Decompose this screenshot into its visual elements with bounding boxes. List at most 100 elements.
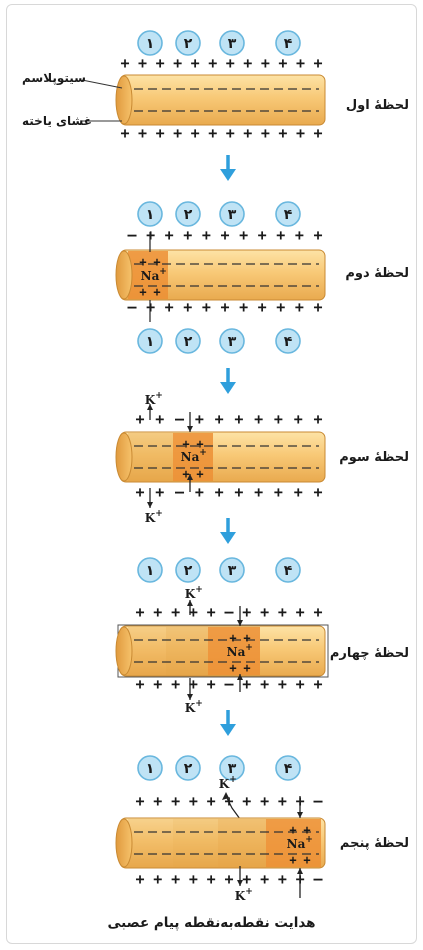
stage2-outer-bottom-sign: +	[313, 298, 322, 316]
stage1-outer-bottom-sign: +	[243, 124, 252, 142]
stage4-outer-top-sign: +	[135, 603, 144, 621]
stage3-na-influx-top-head	[187, 426, 193, 432]
stage1-outer-top-sign: +	[261, 54, 270, 72]
stage2-outer-top-sign: +	[220, 226, 229, 244]
stage2-outer-top-sign: +	[165, 226, 174, 244]
figure-caption: هدایت نقطه‌به‌نقطه پیام عصبی	[107, 915, 316, 931]
stage5-point-3-number: ۳	[228, 761, 237, 777]
stage5-point-1-number: ۱	[146, 761, 155, 777]
stage5-outer-top-sign: –	[313, 792, 323, 810]
stage3-inner-plus: +	[182, 467, 189, 481]
stage2-top-point-4-number: ۴	[284, 207, 293, 223]
stage1-outer-top-sign: +	[208, 54, 217, 72]
stage5-bottom-k-charge: +	[245, 887, 253, 897]
stage5-outer-top-sign: +	[224, 792, 233, 810]
stage3-top-k-charge: +	[155, 391, 163, 401]
stage3-na-influx-bottom-head	[187, 474, 193, 480]
stage5-axon-end-cap	[115, 818, 133, 868]
stage1-point-3	[219, 30, 245, 56]
stage2-outer-top-sign: +	[295, 226, 304, 244]
stage4-outer-bottom-sign: +	[189, 675, 198, 693]
stage3-outer-top-sign: –	[175, 410, 185, 428]
stage3-axon-zone-1	[173, 433, 213, 481]
stage2-outer-bottom-sign: +	[146, 298, 155, 316]
stage3-bottom-k-label: K	[145, 511, 156, 525]
stage3-outer-bottom-sign: –	[175, 483, 185, 501]
stage4-outer-bottom-sign: +	[207, 675, 216, 693]
stage4-point-4	[275, 557, 301, 583]
stage1-outer-top-sign: +	[156, 54, 165, 72]
stage4-bottom-k-label: K	[185, 701, 196, 715]
stage2-outer-bottom-sign: +	[295, 298, 304, 316]
stage5-outer-bottom-sign: +	[135, 870, 144, 888]
stage1-outer-top-sign: +	[296, 54, 305, 72]
stage5-outer-top-sign: +	[260, 792, 269, 810]
stage3-na-label: Na	[181, 450, 200, 464]
stage5-point-3	[219, 755, 245, 781]
stage4-outer-top-sign: +	[171, 603, 180, 621]
membrane-label: غشای یاخته	[22, 114, 92, 128]
stage4-outer-top-sign: +	[296, 603, 305, 621]
stage1-axon-body	[119, 74, 326, 126]
stage5-outer-top-sign: +	[153, 792, 162, 810]
stage2-bottom-point-1-number: ۱	[146, 334, 155, 350]
stage5-outer-top-sign: +	[171, 792, 180, 810]
stage3-outer-bottom-sign: +	[215, 483, 224, 501]
stage4-outer-top-sign: –	[224, 603, 234, 621]
stage5-point-1	[137, 755, 163, 781]
stage5-top-k-label: K	[219, 777, 230, 791]
stage2-outer-bottom-sign: +	[239, 298, 248, 316]
stage2-bottom-point-4-number: ۴	[284, 334, 293, 350]
stage5-inner-plus: +	[303, 853, 310, 867]
stage5-outer-bottom-sign: +	[207, 870, 216, 888]
stage3-outer-top-sign: +	[155, 410, 164, 428]
stage2-bottom-point-1	[137, 328, 163, 354]
stage2-inner-plus: +	[139, 285, 146, 299]
stage3-outer-top-sign: +	[274, 410, 283, 428]
stage4-top-k-label: K	[185, 587, 196, 601]
stage1-outer-bottom-sign: +	[278, 124, 287, 142]
stage-arrow-3-head	[220, 532, 236, 544]
stage5-k-efflux-bottom-head	[237, 880, 243, 886]
stage4-inner-plus: +	[243, 661, 250, 675]
stage4-outer-top-sign: +	[313, 603, 322, 621]
stage4-bottom-k-charge: +	[195, 699, 203, 709]
stage5-outer-top-sign: +	[189, 792, 198, 810]
stage4-axon-zone-2	[208, 627, 260, 675]
stage1-outer-top-sign: +	[173, 54, 182, 72]
stage4-point-1-number: ۱	[146, 563, 155, 579]
stage1-outer-top-sign: +	[191, 54, 200, 72]
stage3-outer-bottom-sign: +	[313, 483, 322, 501]
stage4-inner-plus: +	[229, 661, 236, 675]
stage4-point-2-number: ۲	[184, 563, 193, 579]
stage1-outer-bottom-sign: +	[120, 124, 129, 142]
stage3-k-efflux-bottom-head	[147, 502, 153, 508]
stage4-outer-bottom-sign: +	[260, 675, 269, 693]
stage2-inner-plus: +	[153, 285, 160, 299]
stage3-outer-bottom-sign: +	[274, 483, 283, 501]
stage3-na-charge: +	[199, 448, 207, 458]
stage3-outer-bottom-sign: +	[294, 483, 303, 501]
stage3-axon-end-cap	[115, 432, 133, 482]
stage4-na-label: Na	[227, 645, 246, 659]
stage2-top-point-2	[175, 201, 201, 227]
stage4-outer-top-sign: +	[207, 603, 216, 621]
stage1-outer-bottom-sign: +	[173, 124, 182, 142]
stage5-inner-plus: +	[289, 823, 296, 837]
stage4-k-efflux-bottom-head	[187, 694, 193, 700]
stage1-point-3-number: ۳	[228, 36, 237, 52]
stage4-point-1	[137, 557, 163, 583]
stage3-axon-zone-0	[128, 433, 173, 481]
stage2-top-point-3	[219, 201, 245, 227]
stage3-outer-bottom-sign: +	[254, 483, 263, 501]
stage2-inner-plus: +	[139, 255, 146, 269]
stage1-outer-top-sign: +	[278, 54, 287, 72]
stage2-outer-top-sign: +	[146, 226, 155, 244]
figure-frame	[6, 4, 417, 944]
stage3-outer-top-sign: +	[215, 410, 224, 428]
stage1-outer-top-sign: +	[243, 54, 252, 72]
stage1-point-4	[275, 30, 301, 56]
stage1-outer-top-sign: +	[120, 54, 129, 72]
stage4-point-4-number: ۴	[284, 563, 293, 579]
